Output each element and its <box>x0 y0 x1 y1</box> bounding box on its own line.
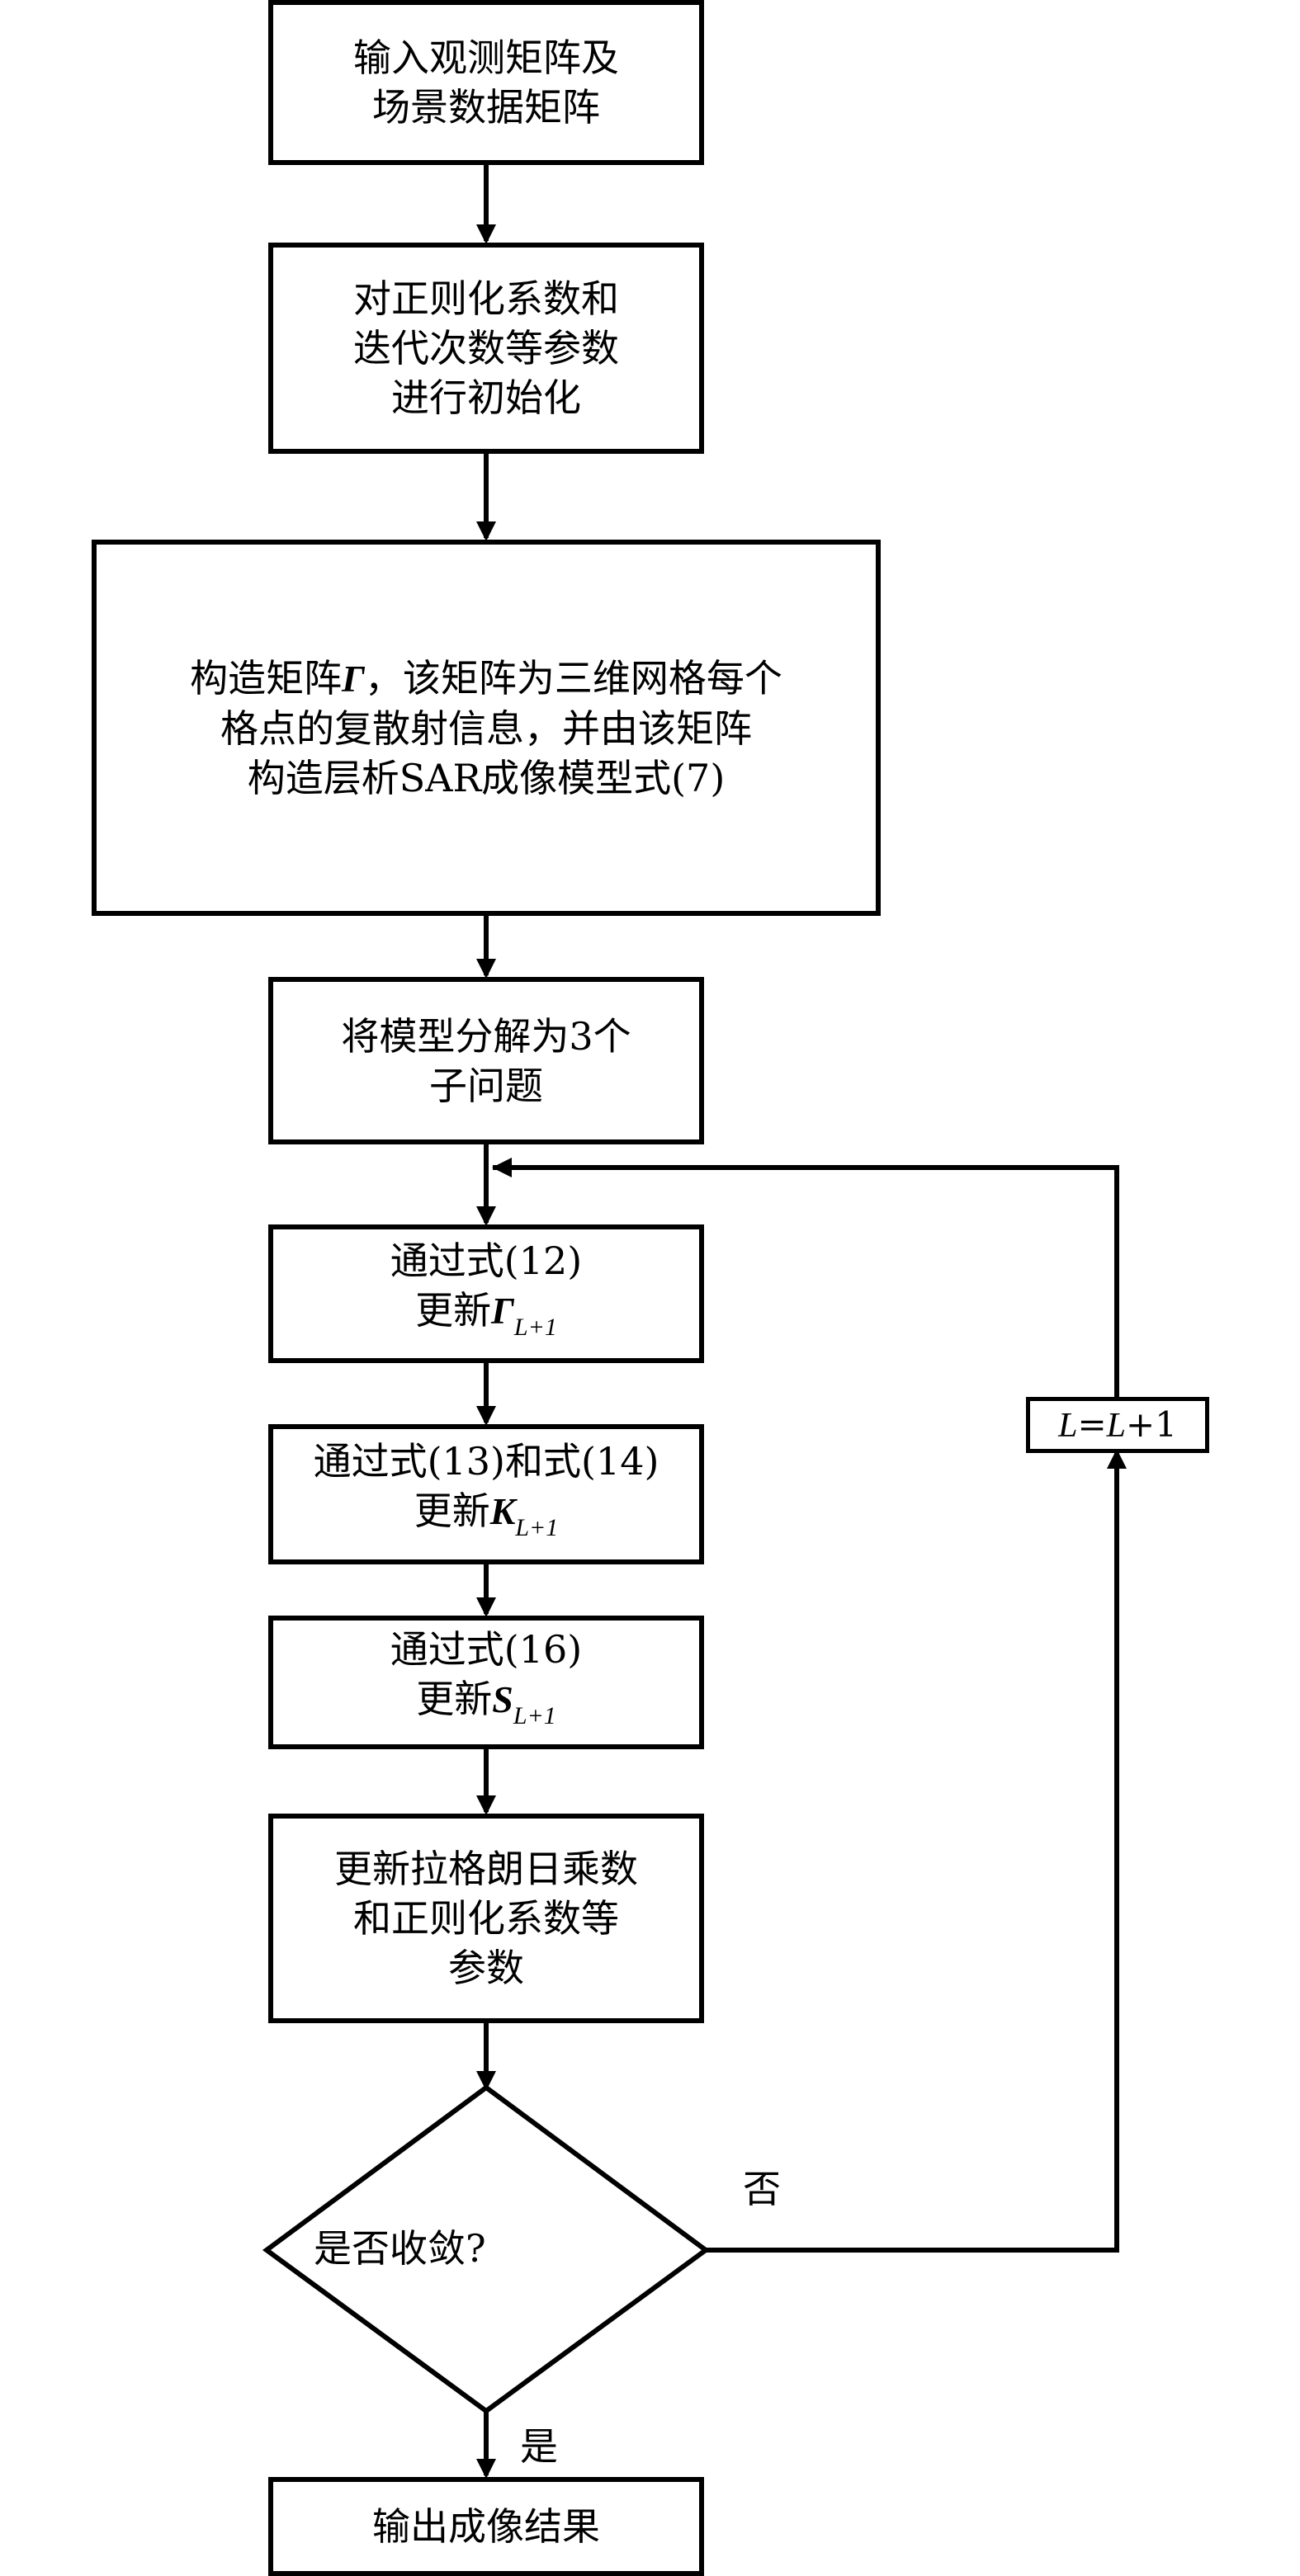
gamma-symbol: Γ <box>491 1289 514 1332</box>
input-line-2: 场景数据矩阵 <box>372 85 600 130</box>
s-subscript: L+1 <box>513 1701 556 1729</box>
update-params-line-3: 参数 <box>448 1946 524 1990</box>
output-text: 输出成像结果 <box>372 2504 600 2549</box>
update-params-line-1: 更新拉格朗日乘数 <box>334 1847 638 1891</box>
update-k-line-1: 通过式(13)和式(14) <box>313 1438 659 1484</box>
init-line-2: 迭代次数等参数 <box>353 326 619 370</box>
update-params-line-2: 和正则化系数等 <box>353 1896 619 1941</box>
arrowhead-decision <box>476 2071 496 2091</box>
increment-rhs: L <box>1106 1406 1126 1445</box>
increment-lhs: L <box>1058 1406 1078 1445</box>
update-s-line-1: 通过式(16) <box>390 1626 583 1672</box>
init-line-3: 进行初始化 <box>391 375 581 420</box>
arrowhead-increment <box>1107 1449 1127 1469</box>
arrowhead-construct <box>476 521 496 541</box>
gamma-subscript: L+1 <box>513 1313 557 1341</box>
arrowhead-update-gamma <box>476 1206 496 1226</box>
arrowhead-init <box>476 224 496 244</box>
decompose-line-1: 将模型分解为3个 <box>341 1013 631 1059</box>
update-gamma-line-1: 通过式(12) <box>390 1238 583 1283</box>
decompose-box: 将模型分解为3个 子问题 <box>268 977 704 1144</box>
decision-label: 是否收敛? <box>314 2226 486 2271</box>
init-line-1: 对正则化系数和 <box>353 276 619 321</box>
loop-back-path <box>493 1165 1119 1399</box>
output-box: 输出成像结果 <box>268 2477 704 2576</box>
construct-line-2: 格点的复散射信息，并由该矩阵 <box>220 705 752 751</box>
decision-diamond <box>262 2084 711 2414</box>
no-edge-label: 否 <box>743 2167 781 2211</box>
arrowhead-update-s <box>476 1597 496 1617</box>
increment-plus: +1 <box>1126 1404 1177 1445</box>
input-line-1: 输入观测矩阵及 <box>353 35 619 80</box>
update-gamma-prefix: 更新 <box>415 1287 492 1333</box>
update-k-box: 通过式(13)和式(14) 更新KL+1 <box>268 1424 704 1564</box>
construct-line-3: 构造层析SAR成像模型式(7) <box>247 755 726 800</box>
update-gamma-line-2: 更新ΓL+1 <box>415 1286 557 1352</box>
construct-line-1: 构造矩阵Γ，该矩阵为三维网格每个 <box>190 653 782 704</box>
arrowhead-update-params <box>476 1795 496 1815</box>
increment-box: L=L+1 <box>1026 1397 1209 1453</box>
arrowhead-output <box>476 2459 496 2479</box>
arrowhead-decompose <box>476 959 496 979</box>
update-params-box: 更新拉格朗日乘数 和正则化系数等 参数 <box>268 1814 704 2023</box>
increment-op: = <box>1077 1404 1107 1445</box>
init-box: 对正则化系数和 迭代次数等参数 进行初始化 <box>268 243 704 454</box>
construct-line-1-pre: 构造矩阵 <box>190 655 343 701</box>
construct-model-box: 构造矩阵Γ，该矩阵为三维网格每个 格点的复散射信息，并由该矩阵 构造层析SAR成… <box>92 540 881 916</box>
update-s-box: 通过式(16) 更新SL+1 <box>268 1616 704 1749</box>
construct-line-1-post: ，该矩阵为三维网格每个 <box>364 655 782 701</box>
k-symbol: K <box>489 1489 516 1532</box>
arrowhead-update-k <box>476 1406 496 1426</box>
k-subscript: L+1 <box>515 1513 559 1541</box>
s-symbol: S <box>492 1677 513 1720</box>
decompose-line-2: 子问题 <box>429 1063 543 1108</box>
update-s-line-2: 更新SL+1 <box>416 1674 556 1741</box>
arrowhead-loop-merge <box>492 1158 512 1177</box>
update-k-prefix: 更新 <box>414 1488 490 1533</box>
increment-expression: L=L+1 <box>1058 1404 1177 1446</box>
yes-edge-label: 是 <box>520 2424 558 2469</box>
update-s-prefix: 更新 <box>416 1676 493 1721</box>
input-box: 输入观测矩阵及 场景数据矩阵 <box>268 0 704 165</box>
update-gamma-box: 通过式(12) 更新ΓL+1 <box>268 1224 704 1363</box>
update-k-line-2: 更新KL+1 <box>414 1486 559 1553</box>
gamma-symbol: Γ <box>342 657 365 700</box>
loop-no-path <box>706 1451 1119 2253</box>
